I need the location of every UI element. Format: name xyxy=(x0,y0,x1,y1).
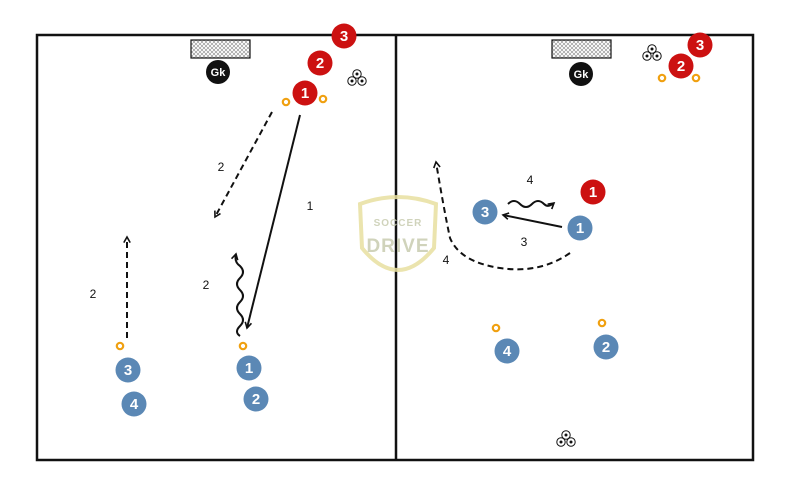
goalkeeper: Gk xyxy=(569,62,593,86)
red-player: 3 xyxy=(331,23,357,49)
blue-player: 1 xyxy=(236,355,262,381)
goalkeeper: Gk xyxy=(206,60,230,84)
blue-player: 4 xyxy=(121,391,147,417)
action-label: 2 xyxy=(218,160,225,174)
cone-icon xyxy=(691,73,701,83)
red-player: 2 xyxy=(307,50,333,76)
player-number: 2 xyxy=(677,58,685,75)
red-player: 1 xyxy=(292,80,318,106)
cone-icon xyxy=(318,94,328,104)
player-number: 1 xyxy=(245,360,253,377)
watermark-line2: DRIVE xyxy=(366,236,429,257)
player-number: 2 xyxy=(316,55,324,72)
player-number: 1 xyxy=(576,220,584,237)
blue-player: 4 xyxy=(494,338,520,364)
cones xyxy=(115,73,701,351)
pass-arrow xyxy=(503,215,563,228)
goal-left xyxy=(190,39,251,59)
cone-icon xyxy=(491,323,501,333)
run-arrow xyxy=(436,162,571,271)
cone-icon xyxy=(281,97,291,107)
player-number: 3 xyxy=(481,204,489,221)
dribble-arrow xyxy=(236,254,244,337)
player-number: 3 xyxy=(696,37,704,54)
player-number: 1 xyxy=(301,85,309,102)
player-number: 4 xyxy=(130,396,139,413)
watermark-line1: SOCCER xyxy=(374,218,423,229)
cone-icon xyxy=(597,318,607,328)
cone-icon xyxy=(238,341,248,351)
blue-player: 2 xyxy=(593,334,619,360)
player-number: 3 xyxy=(124,362,132,379)
action-label: 4 xyxy=(527,173,534,187)
goalkeeper-label: Gk xyxy=(211,67,227,79)
player-number: 4 xyxy=(503,343,512,360)
soccer-balls-icon xyxy=(556,430,576,447)
player-number: 2 xyxy=(602,339,610,356)
soccer-drive-watermark: SOCCER DRIVE xyxy=(357,195,439,272)
red-player: 3 xyxy=(687,32,713,58)
action-label: 1 xyxy=(307,199,314,213)
blue-player: 2 xyxy=(243,386,269,412)
red-player: 2 xyxy=(668,53,694,79)
dribble-arrow xyxy=(507,200,554,207)
action-label: 4 xyxy=(443,253,450,267)
blue-player: 3 xyxy=(115,357,141,383)
blue-player: 3 xyxy=(472,199,498,225)
cone-icon xyxy=(115,341,125,351)
blue-player: 1 xyxy=(567,215,593,241)
pass-arrow xyxy=(247,114,301,328)
goalkeeper-label: Gk xyxy=(574,69,590,81)
player-number: 2 xyxy=(252,391,260,408)
action-label: 2 xyxy=(90,287,97,301)
player-number: 3 xyxy=(340,28,348,45)
player-number: 1 xyxy=(589,184,597,201)
soccer-balls-icon xyxy=(347,69,367,86)
action-label: 2 xyxy=(203,278,210,292)
action-label: 3 xyxy=(521,235,528,249)
soccer-balls-icon xyxy=(642,44,662,61)
cone-icon xyxy=(657,73,667,83)
red-player: 1 xyxy=(580,179,606,205)
goal-right xyxy=(551,39,612,59)
